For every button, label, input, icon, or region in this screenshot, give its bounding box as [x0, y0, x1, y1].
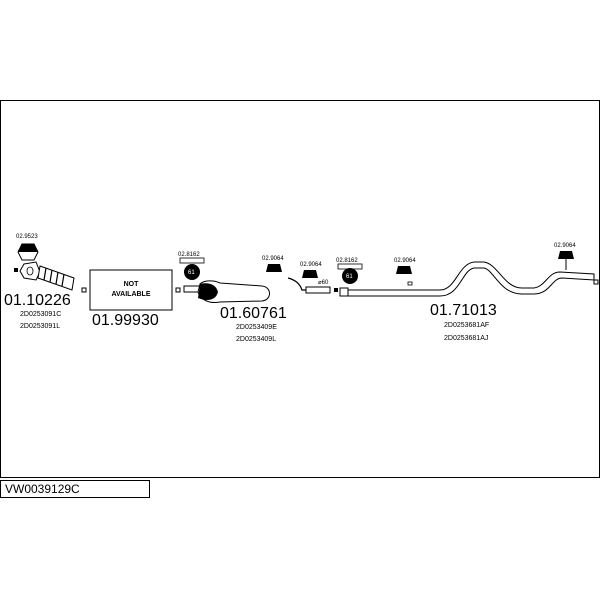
hanger-9064-c-shape	[396, 266, 412, 274]
hanger-9064-c[interactable]: 02.9064	[394, 258, 416, 286]
accessory-label-8162-a: 02.8162	[178, 252, 200, 258]
accessory-label-9064-b: 02.9064	[300, 262, 322, 268]
front-pipe-flange-hole	[26, 266, 34, 276]
intermediate-pipe[interactable]: ⌀60	[287, 277, 338, 294]
rear-pipe[interactable]	[339, 261, 599, 297]
gasket-9523[interactable]: 02.9523	[16, 234, 39, 261]
front-pipe-marker	[14, 268, 18, 272]
intermediate-pipe-hook	[287, 277, 306, 291]
not-available-part[interactable]: NOT AVAILABLE	[89, 269, 181, 311]
hanger-9064-b-shape	[302, 270, 318, 278]
intermediate-pipe-tube	[305, 286, 331, 294]
hanger-9064-c-marker	[407, 281, 413, 286]
hanger-9064-a-shape	[266, 264, 282, 272]
middle-silencer-front	[198, 283, 218, 300]
oem-2d0253091c: 2D0253091C	[20, 311, 61, 318]
accessory-label-9064-d: 02.9064	[554, 243, 576, 249]
front-pipe-flange	[19, 261, 41, 281]
part-number-01-10226: 01.10226	[4, 292, 71, 309]
not-available-line-1: NOT	[124, 281, 140, 288]
mount-8162-b-glyph: 61	[346, 274, 353, 280]
hanger-9064-a[interactable]: 02.9064	[262, 256, 284, 272]
intermediate-pipe-end-marker	[334, 288, 338, 292]
catalog-code: VW0039129C	[0, 480, 150, 498]
not-available-end-marker	[175, 287, 181, 293]
mount-8162-a-glyph: 61	[188, 270, 195, 276]
hanger-9064-d-shape	[558, 251, 574, 259]
part-number-01-60761: 01.60761	[220, 305, 287, 322]
oem-2d0253091l: 2D0253091L	[20, 323, 60, 330]
oem-2d0253409l: 2D0253409L	[236, 336, 276, 343]
accessory-label-9064-a: 02.9064	[262, 256, 284, 262]
oem-2d0253409e: 2D0253409E	[236, 324, 277, 331]
part-number-01-99930: 01.99930	[92, 312, 159, 329]
part-number-01-71013: 01.71013	[430, 302, 497, 319]
not-available-line-2: AVAILABLE	[111, 291, 150, 298]
front-pipe-flex-ribs	[43, 267, 65, 287]
mount-8162-b-ring	[342, 268, 358, 284]
oem-2d0253681af: 2D0253681AF	[444, 322, 489, 329]
rear-pipe-end-marker	[593, 279, 599, 285]
mount-8162-a-bracket	[179, 257, 205, 264]
hanger-9064-d[interactable]: 02.9064	[554, 243, 576, 270]
front-pipe[interactable]	[14, 261, 87, 293]
front-pipe-flex	[37, 265, 75, 291]
mount-8162-a-ring	[184, 264, 200, 280]
middle-silencer[interactable]	[183, 280, 270, 303]
rear-pipe-clamp	[339, 287, 349, 297]
oem-2d0253681aj: 2D0253681AJ	[444, 335, 488, 342]
gasket-9523-shade	[18, 244, 38, 252]
middle-silencer-body	[197, 280, 270, 303]
mount-8162-b[interactable]: 02.8162 61	[336, 258, 363, 284]
front-pipe-end-marker	[81, 287, 87, 293]
mount-8162-a[interactable]: 02.8162 61	[178, 252, 205, 280]
hanger-9064-b[interactable]: 02.9064	[300, 262, 322, 278]
accessory-label-9523: 02.9523	[16, 234, 38, 240]
diameter-label: ⌀60	[318, 280, 329, 286]
not-available-box	[89, 269, 173, 311]
accessory-label-8162-b: 02.8162	[336, 258, 358, 264]
rear-pipe-tube	[347, 261, 595, 297]
accessory-label-9064-c: 02.9064	[394, 258, 416, 264]
